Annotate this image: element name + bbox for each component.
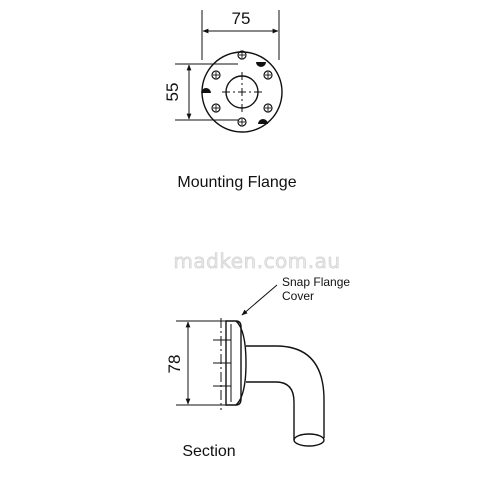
tube-inner-wall	[246, 381, 295, 440]
section-caption: Section	[182, 443, 235, 460]
flange-width-label: 75	[232, 9, 251, 28]
snap-flange-cover	[235, 320, 247, 406]
flange-caption: Mounting Flange	[177, 174, 296, 191]
flange-snap-tabs	[201, 62, 268, 124]
screw-hole	[263, 103, 273, 113]
snap-tab	[201, 88, 211, 93]
snap-tab	[256, 62, 266, 67]
flange-height-label: 55	[163, 83, 182, 102]
section-view	[176, 284, 325, 447]
snap-flange-callout-line1: Snap Flange	[282, 275, 350, 289]
tube-end	[293, 433, 325, 447]
snap-flange-callout-arrow	[241, 284, 278, 316]
flange-screw-holes	[211, 50, 273, 127]
screw-hole	[237, 117, 247, 127]
mounting-flange-view	[175, 10, 283, 133]
screw-hole	[211, 103, 221, 113]
snap-flange-callout-line2: Cover	[282, 289, 314, 303]
screw-hole	[211, 70, 221, 80]
snap-tab	[258, 119, 268, 124]
section-height-label: 78	[165, 355, 184, 374]
screw-hole	[263, 70, 273, 80]
watermark: madken.com.au	[173, 249, 340, 273]
tube-outer-wall	[246, 345, 325, 438]
screw-hole	[237, 50, 247, 60]
